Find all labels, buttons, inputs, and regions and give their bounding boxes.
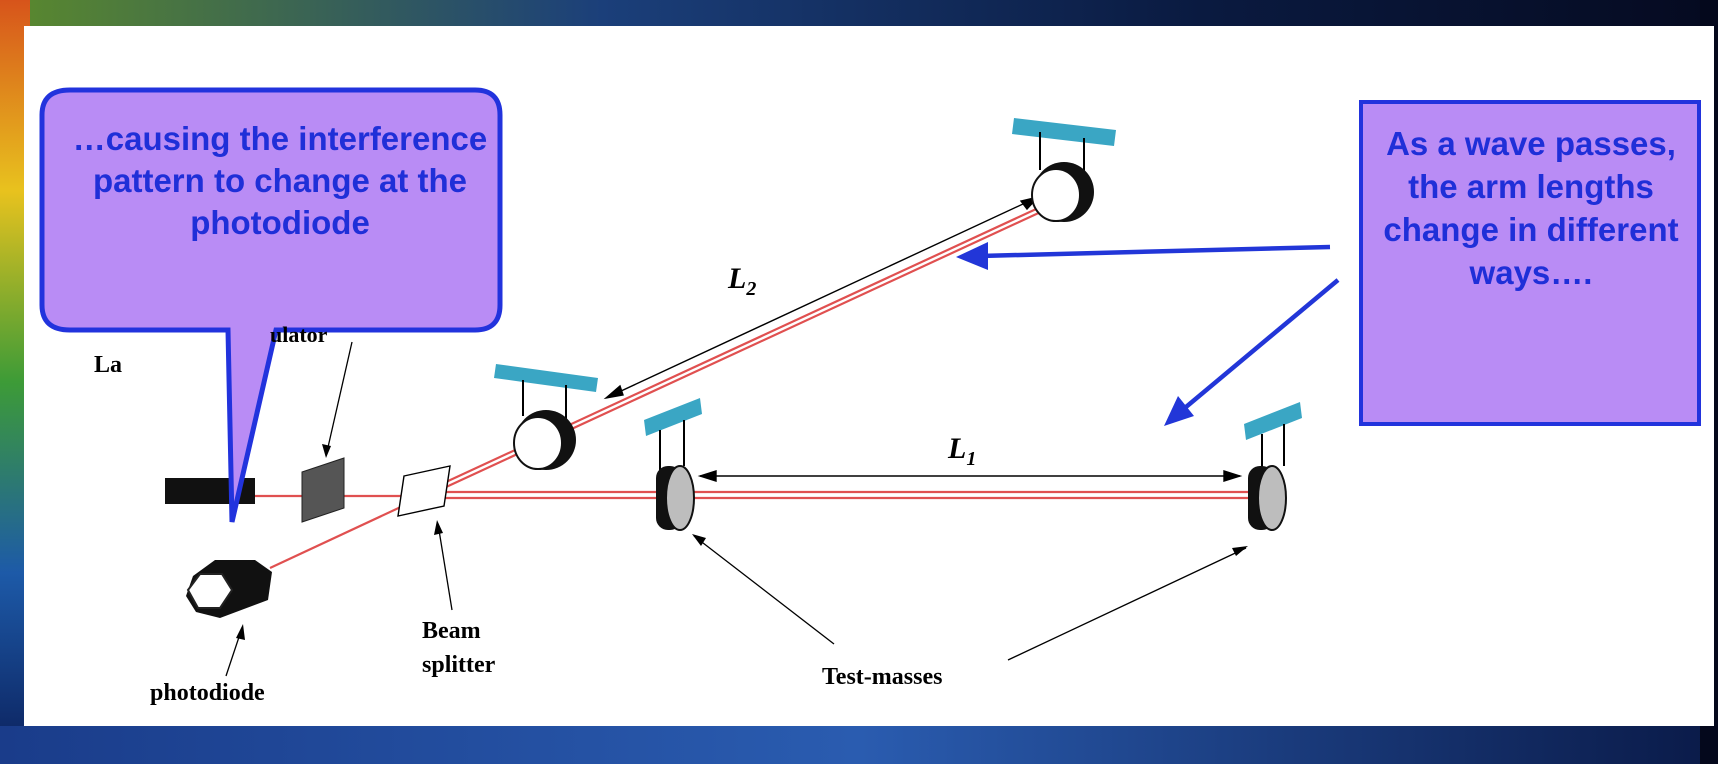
arm2-symbol: L: [728, 262, 747, 295]
wave-arrows: [979, 244, 1340, 414]
modulator-label: ulator: [270, 322, 328, 347]
beam-splitter-label-line2: splitter: [422, 652, 496, 678]
test-masses-pointers: [693, 535, 1247, 661]
arm1-length-label: L1: [948, 432, 976, 471]
arm2-length-label: L2: [728, 262, 756, 301]
photodiode-pointer-head: [236, 624, 245, 640]
test-mass-pointer-head-right: [1232, 546, 1248, 556]
near-test-mass-arm1: [644, 398, 702, 531]
modulator-pointer-head: [322, 444, 331, 458]
callout-right-text: As a wave passes, the arm lengths change…: [1383, 125, 1679, 291]
beam-splitter: [397, 465, 451, 517]
arm1-symbol: L: [948, 432, 967, 465]
end-test-mass-arm1: [1244, 402, 1302, 531]
arm2-subscript: 2: [746, 278, 757, 300]
wave-arrow-head-2: [1164, 396, 1194, 426]
callout-right-box: [1359, 100, 1701, 426]
photodiode-label: photodiode: [150, 680, 265, 706]
beam-splitter-pointer-head: [434, 520, 443, 535]
test-mass-pointer-head-left: [692, 534, 706, 546]
modulator-pointer: [325, 341, 353, 457]
beam-splitter-pointer: [437, 523, 453, 611]
modulator-plate: [301, 457, 345, 523]
arm1-length-arrow: [697, 470, 1243, 482]
background-top-band: [0, 0, 1718, 30]
wave-arrow-head-1: [956, 242, 988, 270]
test-masses-label: Test-masses: [822, 664, 943, 690]
near-test-mass-arm2: [494, 364, 598, 470]
callout-left-bubble: [39, 87, 503, 523]
beam-to-photodiode: [269, 497, 421, 569]
laser-label: La: [94, 352, 123, 378]
photodiode: [186, 560, 272, 618]
end-test-mass-arm2: [1012, 118, 1116, 222]
beam-splitter-label: Beam splitter: [422, 614, 495, 682]
beam-splitter-label-line1: Beam: [422, 618, 481, 644]
background-bottom-band: [0, 726, 1718, 764]
arm1-subscript: 1: [966, 448, 977, 470]
callout-left-text: …causing the interference pattern to cha…: [72, 120, 488, 241]
